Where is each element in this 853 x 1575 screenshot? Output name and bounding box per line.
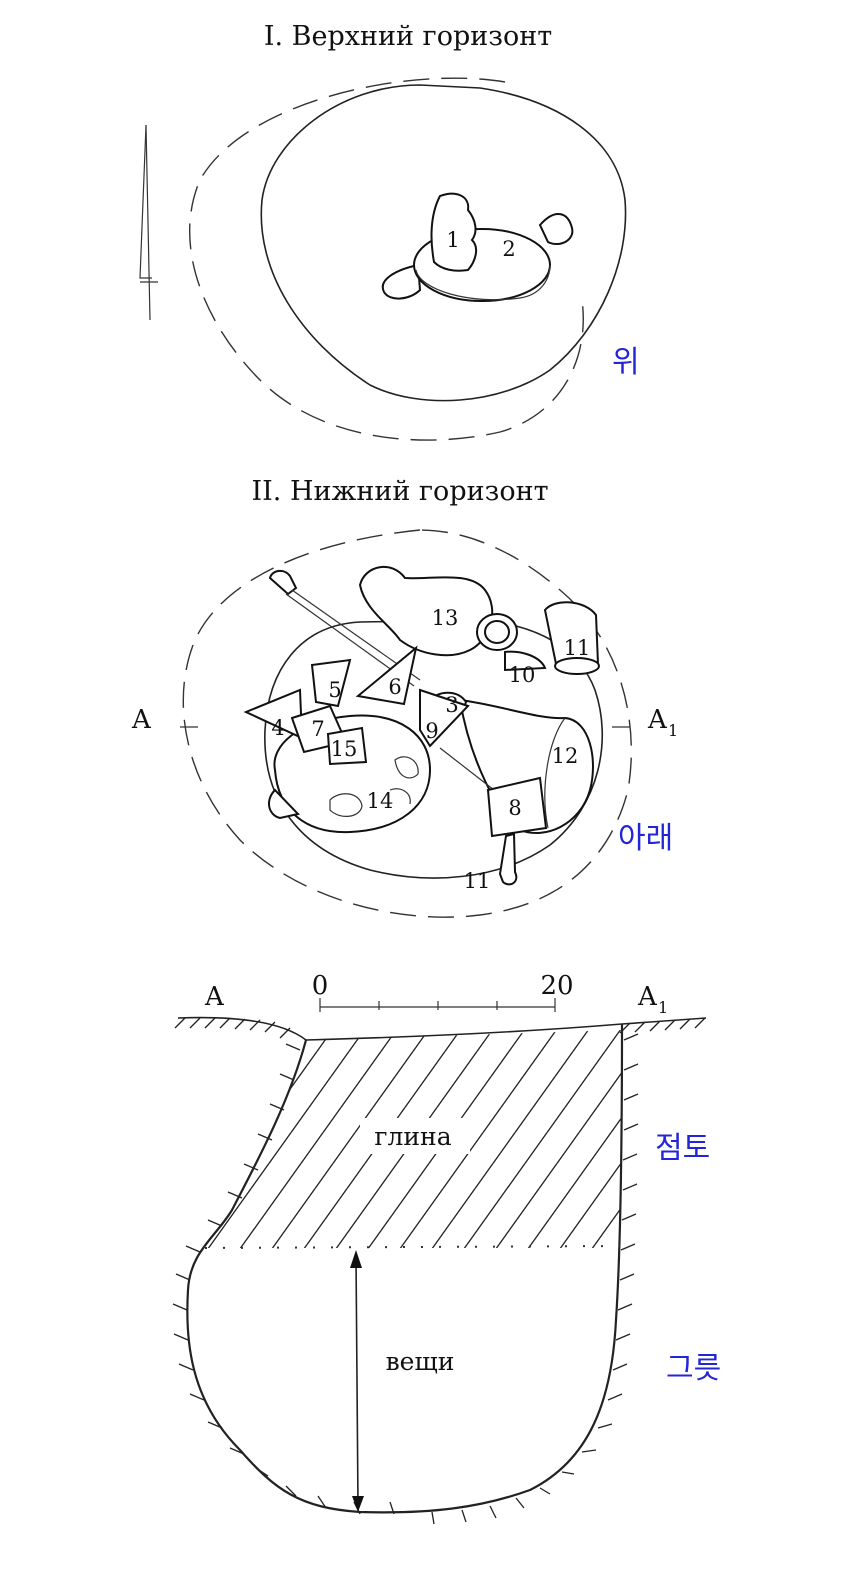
wall-hatching-left xyxy=(172,1043,395,1515)
annotation-clay-ko: 점토 xyxy=(655,1131,710,1166)
lower-item-label: 3 xyxy=(445,693,458,717)
profile-mark-a1-subscript: 1 xyxy=(658,998,668,1017)
upper-pit-outline-dashed xyxy=(188,77,584,441)
scale-end-label: 20 xyxy=(540,971,573,1001)
lower-item-label: 5 xyxy=(328,678,341,702)
annotation-vessels-ko: 그릇 xyxy=(666,1351,721,1386)
lower-horizon-plan: II. Нижний горизонт xyxy=(131,476,678,918)
lower-item-label: 13 xyxy=(432,606,459,630)
lower-horizon-title: II. Нижний горизонт xyxy=(251,476,548,507)
objects-layer-label: вещи xyxy=(386,1347,455,1376)
lower-item-label: 7 xyxy=(311,717,324,741)
lower-item-label: 15 xyxy=(331,737,358,761)
clay-fill-label: глина xyxy=(374,1122,451,1151)
section-mark-a1: A xyxy=(647,705,668,735)
section-line-markers: A A 1 xyxy=(131,705,678,740)
clay-label-bg xyxy=(360,1118,470,1154)
lower-item-label: 11 xyxy=(464,869,491,893)
scale-bar: 0 20 xyxy=(312,971,574,1012)
north-arrow-icon xyxy=(139,124,158,321)
profile-mark-a1: A xyxy=(637,982,658,1012)
layer-height-arrow xyxy=(350,1250,364,1512)
lower-item-label: 6 xyxy=(388,675,401,699)
upper-horizon-plan: I. Верхний горизонт 1 2 위 xyxy=(139,21,640,441)
upper-item-label: 2 xyxy=(502,237,515,261)
pit-profile-section: A A 1 0 20 xyxy=(172,971,721,1525)
lower-item-label: 9 xyxy=(425,719,438,743)
lower-item-label: 14 xyxy=(367,789,394,813)
lower-item-label: 12 xyxy=(552,744,579,768)
upper-item-label: 1 xyxy=(446,228,459,252)
upper-vessel-group xyxy=(381,192,574,302)
section-mark-a: A xyxy=(131,705,152,735)
annotation-upper-ko: 위 xyxy=(612,345,640,380)
upper-horizon-title: I. Верхний горизонт xyxy=(264,21,552,52)
upper-pit-outline xyxy=(260,84,627,402)
lower-item-label: 11 xyxy=(564,636,591,660)
lower-item-label: 4 xyxy=(271,716,284,740)
lower-item-label: 10 xyxy=(509,663,536,687)
annotation-lower-ko: 아래 xyxy=(618,821,673,856)
ground-surface-hatching xyxy=(174,1017,706,1039)
wall-hatching-right xyxy=(431,1033,639,1525)
layer-boundary-dotted xyxy=(204,1245,621,1249)
scale-start-label: 0 xyxy=(312,971,329,1001)
section-mark-a1-subscript: 1 xyxy=(668,721,678,740)
pit-wall-profile xyxy=(186,1023,624,1514)
ground-surface-line xyxy=(177,1016,707,1041)
lower-item-label: 8 xyxy=(508,796,521,820)
profile-mark-a: A xyxy=(204,982,225,1012)
